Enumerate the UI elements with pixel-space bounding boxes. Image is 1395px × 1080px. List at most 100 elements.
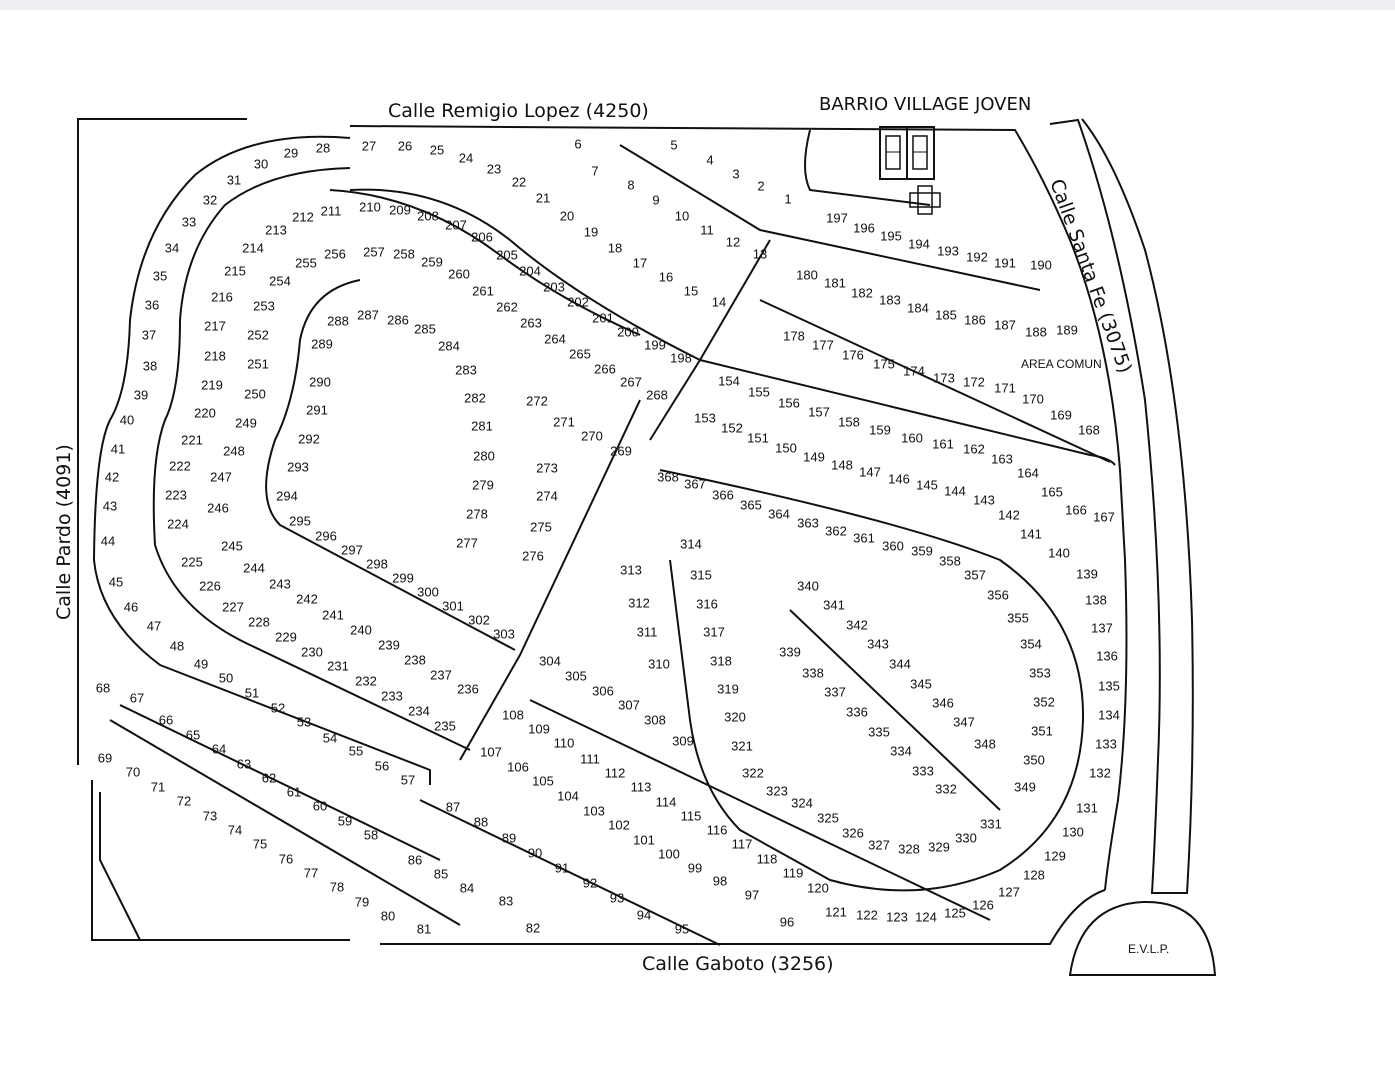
lot-70: 70 bbox=[126, 764, 140, 779]
lot-94: 94 bbox=[637, 907, 651, 922]
lot-134: 134 bbox=[1098, 707, 1120, 722]
lot-258: 258 bbox=[393, 246, 415, 261]
lot-176: 176 bbox=[842, 347, 864, 362]
lot-289: 289 bbox=[311, 336, 333, 351]
lot-201: 201 bbox=[592, 310, 614, 325]
lot-197: 197 bbox=[826, 210, 848, 225]
lot-156: 156 bbox=[778, 395, 800, 410]
area-comun-label: AREA COMUN bbox=[1021, 357, 1102, 371]
lot-65: 65 bbox=[186, 727, 200, 742]
lot-135: 135 bbox=[1098, 678, 1120, 693]
lot-282: 282 bbox=[464, 390, 486, 405]
lot-5: 5 bbox=[670, 137, 677, 152]
lot-136: 136 bbox=[1096, 648, 1118, 663]
lot-238: 238 bbox=[404, 652, 426, 667]
lot-359: 359 bbox=[911, 543, 933, 558]
lot-365: 365 bbox=[740, 497, 762, 512]
lot-200: 200 bbox=[617, 324, 639, 339]
lot-206: 206 bbox=[471, 229, 493, 244]
lot-89: 89 bbox=[502, 830, 516, 845]
lot-193: 193 bbox=[937, 243, 959, 258]
street-label-west: Calle Pardo (4091) bbox=[53, 444, 75, 620]
lot-240: 240 bbox=[350, 622, 372, 637]
lot-9: 9 bbox=[652, 192, 659, 207]
lot-269: 269 bbox=[610, 443, 632, 458]
lot-159: 159 bbox=[869, 422, 891, 437]
lot-207: 207 bbox=[445, 217, 467, 232]
lot-165: 165 bbox=[1041, 484, 1063, 499]
lot-241: 241 bbox=[322, 607, 344, 622]
lot-169: 169 bbox=[1050, 407, 1072, 422]
lot-217: 217 bbox=[204, 318, 226, 333]
lot-118: 118 bbox=[757, 851, 778, 866]
lot-164: 164 bbox=[1017, 465, 1039, 480]
lot-43: 43 bbox=[103, 498, 117, 513]
lot-171: 171 bbox=[994, 380, 1016, 395]
lot-146: 146 bbox=[888, 471, 910, 486]
lot-226: 226 bbox=[199, 578, 221, 593]
lot-309: 309 bbox=[672, 733, 694, 748]
lot-100: 100 bbox=[658, 846, 680, 861]
lot-334: 334 bbox=[890, 743, 912, 758]
lot-labels: 1234567891011121314151617181920212223242… bbox=[96, 136, 1120, 936]
lot-72: 72 bbox=[177, 793, 191, 808]
lot-8: 8 bbox=[627, 177, 634, 192]
lot-62: 62 bbox=[262, 770, 276, 785]
lot-295: 295 bbox=[289, 513, 311, 528]
lot-41: 41 bbox=[111, 441, 125, 456]
street-label-south: Calle Gaboto (3256) bbox=[642, 953, 834, 975]
lot-325: 325 bbox=[817, 810, 839, 825]
lot-249: 249 bbox=[235, 415, 257, 430]
lot-327: 327 bbox=[868, 837, 890, 852]
lot-263: 263 bbox=[520, 315, 542, 330]
lot-224: 224 bbox=[167, 516, 189, 531]
lot-246: 246 bbox=[207, 500, 229, 515]
lot-51: 51 bbox=[245, 685, 259, 700]
lot-270: 270 bbox=[581, 428, 603, 443]
lot-56: 56 bbox=[375, 758, 389, 773]
lot-42: 42 bbox=[105, 469, 119, 484]
lot-83: 83 bbox=[499, 893, 513, 908]
lot-367: 367 bbox=[684, 476, 706, 491]
lot-126: 126 bbox=[972, 897, 994, 912]
lot-274: 274 bbox=[536, 488, 558, 503]
lot-307: 307 bbox=[618, 697, 640, 712]
lot-184: 184 bbox=[907, 300, 929, 315]
lot-265: 265 bbox=[569, 346, 591, 361]
lot-221: 221 bbox=[181, 432, 203, 447]
lot-257: 257 bbox=[363, 244, 385, 259]
lot-182: 182 bbox=[851, 285, 873, 300]
lot-305: 305 bbox=[565, 668, 587, 683]
lot-245: 245 bbox=[221, 538, 243, 553]
lot-220: 220 bbox=[194, 405, 216, 420]
road-outlines bbox=[93, 129, 1116, 946]
lot-25: 25 bbox=[430, 142, 444, 157]
lot-71: 71 bbox=[151, 779, 165, 794]
lot-34: 34 bbox=[165, 240, 179, 255]
lot-302: 302 bbox=[468, 612, 490, 627]
lot-120: 120 bbox=[807, 880, 829, 895]
lot-166: 166 bbox=[1065, 502, 1087, 517]
lot-68: 68 bbox=[96, 680, 110, 695]
lot-105: 105 bbox=[532, 773, 554, 788]
lot-251: 251 bbox=[247, 356, 269, 371]
lot-177: 177 bbox=[812, 337, 834, 352]
lot-23: 23 bbox=[487, 161, 501, 176]
lot-85: 85 bbox=[434, 866, 448, 881]
lot-218: 218 bbox=[204, 348, 226, 363]
lot-130: 130 bbox=[1062, 824, 1084, 839]
building-icon bbox=[909, 185, 941, 215]
lot-59: 59 bbox=[338, 813, 352, 828]
lot-174: 174 bbox=[903, 363, 925, 378]
lot-300: 300 bbox=[417, 584, 439, 599]
lot-284: 284 bbox=[438, 338, 460, 353]
lot-227: 227 bbox=[222, 599, 244, 614]
lot-21: 21 bbox=[536, 190, 550, 205]
lot-278: 278 bbox=[466, 506, 488, 521]
lot-47: 47 bbox=[147, 618, 161, 633]
lot-88: 88 bbox=[474, 814, 488, 829]
lot-368: 368 bbox=[657, 469, 679, 484]
lot-14: 14 bbox=[712, 294, 726, 309]
lot-161: 161 bbox=[932, 436, 954, 451]
